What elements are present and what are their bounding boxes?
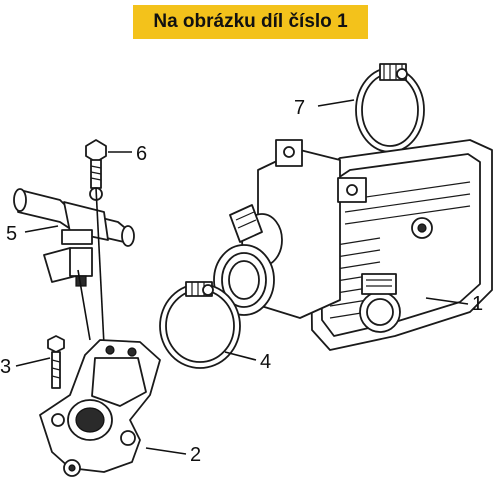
callout-6: 6 xyxy=(136,143,147,165)
callout-1: 1 xyxy=(472,293,483,315)
part-4-hose-clamp xyxy=(159,281,241,369)
banner-text: Na obrázku díl číslo 1 xyxy=(153,11,348,32)
part-7-hose-clamp xyxy=(355,63,425,153)
title-banner: Na obrázku díl číslo 1 xyxy=(133,5,368,39)
part-3-bolt xyxy=(47,335,65,389)
part-6-bolt xyxy=(85,139,107,189)
callout-3: 3 xyxy=(0,356,11,378)
part-1-throttle-body xyxy=(213,139,493,351)
part-5-fuel-injector xyxy=(13,187,135,287)
callout-4: 4 xyxy=(260,351,271,373)
part-2-intake-manifold xyxy=(39,339,161,477)
callout-2: 2 xyxy=(190,444,201,466)
callout-7: 7 xyxy=(294,97,305,119)
callout-5: 5 xyxy=(6,223,17,245)
